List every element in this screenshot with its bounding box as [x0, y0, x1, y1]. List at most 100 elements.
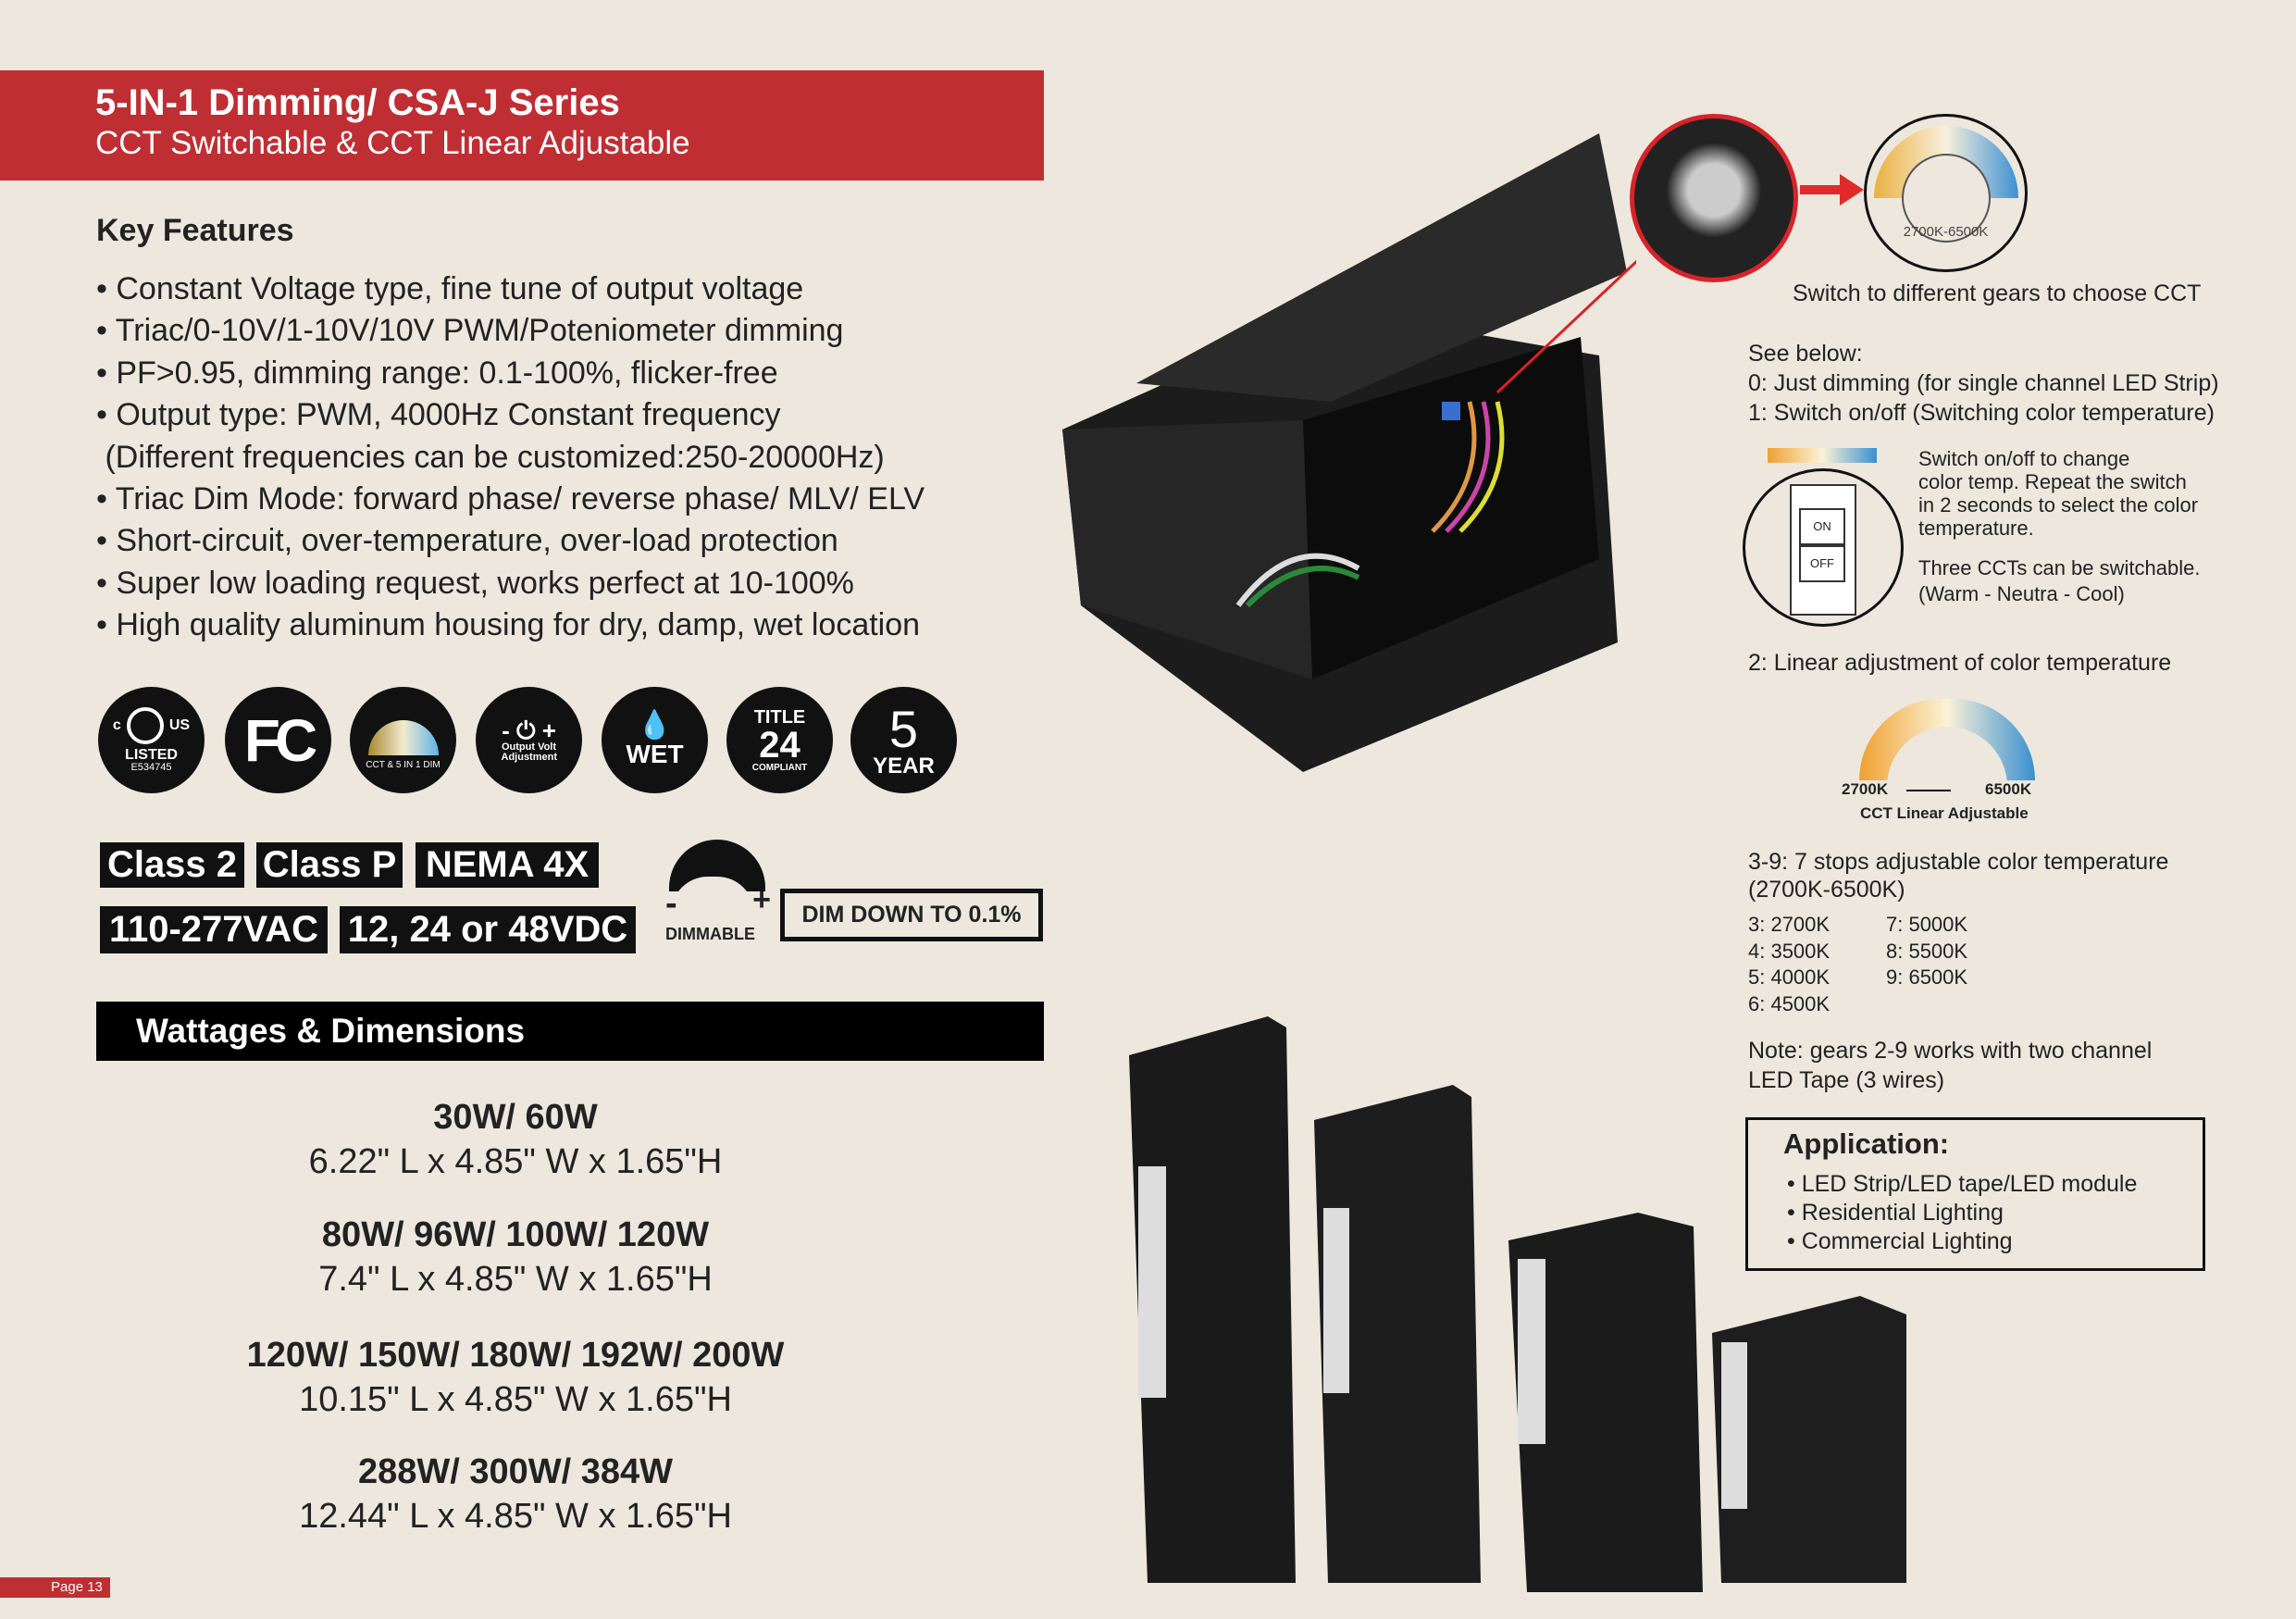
wattage-group: 80W/ 96W/ 100W/ 120W 7.4" L x 4.85" W x 1… — [185, 1213, 846, 1301]
series-title: 5-IN-1 Dimming/ CSA-J Series — [95, 82, 620, 123]
stop-item: 5: 4000K — [1748, 965, 1831, 990]
key-features-list: • Constant Voltage type, fine tune of ou… — [96, 268, 925, 647]
feature-item: • Super low loading request, works perfe… — [96, 565, 854, 601]
title24-bottom: COMPLIANT — [751, 762, 808, 773]
instruction-line: temperature. — [1918, 517, 2034, 540]
stop-item: 8: 5500K — [1886, 939, 1968, 963]
cct-dim-badge: CCT & 5 IN 1 DIM — [350, 687, 456, 793]
mode-3-9-line: (2700K-6500K) — [1748, 877, 1905, 903]
wattage-values: 80W/ 96W/ 100W/ 120W — [321, 1215, 710, 1254]
input-voltage-tag: 110-277VAC — [100, 906, 328, 953]
wattages-heading: Wattages & Dimensions — [96, 1002, 1044, 1061]
warranty-years: 5 — [888, 699, 919, 758]
warranty-badge: 5 YEAR — [850, 687, 957, 793]
mode-3-9: 3-9: 7 stops adjustable color temperatur… — [1748, 848, 2168, 903]
linear-label: CCT Linear Adjustable — [1860, 804, 2029, 822]
instruction-line: Switch on/off to change — [1918, 447, 2130, 470]
series-subtitle: CCT Switchable & CCT Linear Adjustable — [95, 125, 690, 161]
wall-switch-icon: ON OFF — [1743, 468, 1904, 627]
wet-location-badge: 💧 WET — [602, 687, 708, 793]
power-icon: - ⏻ + — [502, 716, 556, 744]
output-volt-label: Output Volt Adjustment — [501, 741, 558, 763]
feature-item: • PF>0.95, dimming range: 0.1-100%, flic… — [96, 355, 778, 391]
note-line: LED Tape (3 wires) — [1748, 1067, 1945, 1093]
minus-sign: - — [665, 884, 677, 923]
stop-item: 6: 4500K — [1748, 992, 1831, 1016]
arrow-shaft — [1800, 185, 1842, 194]
dimmable-label: DIMMABLE — [665, 925, 755, 943]
feature-item: • Constant Voltage type, fine tune of ou… — [96, 271, 804, 306]
dimmable-icon: - + DIMMABLE — [662, 840, 773, 946]
feature-item: • Short-circuit, over-temperature, over-… — [96, 523, 838, 559]
title24-top: TITLE — [753, 706, 806, 728]
driver-lineup-photo — [1129, 1016, 1906, 1592]
dim-down-label: DIM DOWN TO 0.1% — [780, 889, 1043, 941]
key-features-heading: Key Features — [96, 213, 294, 248]
wattage-values: 288W/ 300W/ 384W — [357, 1452, 674, 1491]
note-line: Note: gears 2-9 works with two channel — [1748, 1038, 2153, 1064]
wet-label: WET — [626, 740, 684, 768]
instruction-line: color temp. Repeat the switch — [1918, 470, 2187, 493]
driver-open-box-photo — [1062, 133, 1636, 772]
wattage-group: 30W/ 60W 6.22" L x 4.85" W x 1.65"H — [185, 1095, 846, 1184]
mode-1: 1: Switch on/off (Switching color temper… — [1748, 400, 2215, 426]
feature-item: • High quality aluminum housing for dry,… — [96, 607, 921, 643]
title24-badge: TITLE 24 COMPLIANT — [726, 687, 833, 793]
cct-gradient-bar — [1768, 448, 1877, 463]
wattage-group: 288W/ 300W/ 384W 12.44" L x 4.85" W x 1.6… — [185, 1450, 846, 1538]
output-voltage-tag: 12, 24 or 48VDC — [340, 906, 636, 953]
mode-2: 2: Linear adjustment of color temperatur… — [1748, 650, 2172, 676]
classp-tag: Class P — [256, 842, 403, 888]
switch-caption: Switch to different gears to choose CCT — [1793, 280, 2202, 306]
title24-num: 24 — [759, 724, 800, 766]
gears-note: Note: gears 2-9 works with two channel L… — [1748, 1036, 2152, 1095]
ul-us: US — [168, 717, 191, 733]
linear-cct-arc-icon — [1859, 699, 2035, 780]
see-below: See below: — [1748, 341, 1863, 367]
ul-number: E534745 — [130, 762, 172, 773]
linear-high: 6500K — [1985, 780, 2032, 798]
application-box: Application: • LED Strip/LED tape/LED mo… — [1745, 1117, 2205, 1271]
switch-off: OFF — [1799, 545, 1845, 582]
cct-badge-label: CCT & 5 IN 1 DIM — [366, 759, 441, 770]
ul-listed-text: LISTED — [125, 747, 178, 763]
feature-item: (Different frequencies can be customized… — [96, 439, 885, 475]
feature-item: • Triac Dim Mode: forward phase/ reverse… — [96, 481, 925, 517]
fcc-badge: FC — [225, 687, 331, 793]
linear-low: 2700K — [1842, 780, 1889, 798]
header-banner: 5-IN-1 Dimming/ CSA-J Series CCT Switcha… — [0, 70, 1044, 181]
nema-tag: NEMA 4X — [416, 842, 599, 888]
modes-list: See below: 0: Just dimming (for single c… — [1748, 339, 2219, 428]
three-ccts-line: (Warm - Neutra - Cool) — [1918, 582, 2125, 605]
output-volt-badge: - ⏻ + Output Volt Adjustment — [476, 687, 582, 793]
three-ccts-line: Three CCTs can be switchable. — [1918, 556, 2201, 579]
dimensions: 10.15" L x 4.85" W x 1.65"H — [299, 1380, 732, 1419]
feature-item: • Output type: PWM, 4000Hz Constant freq… — [96, 397, 781, 433]
instruction-line: in 2 seconds to select the color — [1918, 493, 2199, 517]
stop-item: 7: 5000K — [1886, 913, 1968, 936]
stops-col-1: 3: 2700K 4: 3500K 5: 4000K 6: 4500K — [1748, 912, 1830, 1018]
mode-0: 0: Just dimming (for single channel LED … — [1748, 370, 2219, 396]
arrow-right-icon — [1840, 174, 1864, 205]
class2-tag: Class 2 — [100, 842, 244, 888]
wattage-values: 30W/ 60W — [433, 1098, 598, 1137]
dimensions: 6.22" L x 4.85" W x 1.65"H — [308, 1142, 723, 1181]
stop-item: 9: 6500K — [1886, 965, 1968, 990]
dimensions: 7.4" L x 4.85" W x 1.65"H — [318, 1260, 713, 1299]
application-item: • Residential Lighting — [1787, 1200, 2004, 1226]
linear-arrow-icon — [1906, 790, 1951, 791]
dimensions: 12.44" L x 4.85" W x 1.65"H — [299, 1497, 732, 1536]
application-item: • LED Strip/LED tape/LED module — [1787, 1171, 2138, 1197]
application-heading: Application: — [1783, 1127, 1950, 1160]
stop-item: 3: 2700K — [1748, 913, 1831, 936]
feature-item: • Triac/0-10V/1-10V/10V PWM/Poteniometer… — [96, 313, 844, 349]
switch-instructions: Switch on/off to change color temp. Repe… — [1918, 447, 2198, 540]
page-number: Page 13 — [0, 1577, 110, 1598]
dial-range-label: 2700K-6500K — [1903, 224, 1989, 240]
application-item: • Commercial Lighting — [1787, 1228, 2013, 1254]
water-drops-icon: 💧 — [637, 710, 673, 741]
stops-col-2: 7: 5000K 8: 5500K 9: 6500K — [1886, 912, 1967, 991]
plus-sign: + — [752, 882, 771, 917]
